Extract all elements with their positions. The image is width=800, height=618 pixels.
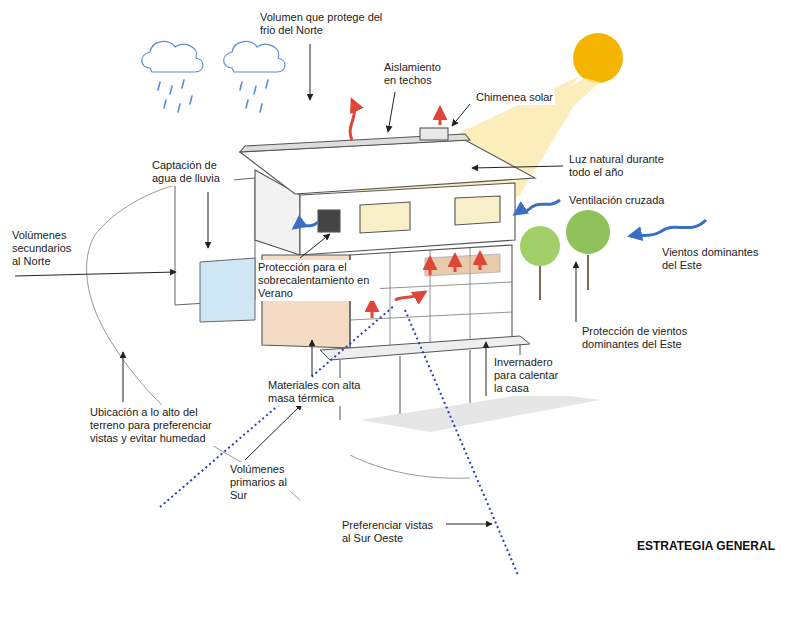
rain-drops-part <box>182 80 184 88</box>
rain-drops-part <box>240 82 242 90</box>
leader-arrows-part <box>312 340 313 376</box>
rain-drops-part <box>164 100 166 108</box>
sun-part <box>573 33 623 83</box>
heat-arrows-part <box>350 100 354 140</box>
leader-arrows-part <box>486 342 487 396</box>
leader-arrows-part <box>452 104 470 126</box>
callout-label: Protección de vientos dominantes del Est… <box>580 324 702 352</box>
callout-label: Ventilación cruzada <box>567 193 666 208</box>
callout-label: Volumen que protege del frio del Norte <box>258 10 390 38</box>
callout-label: Volúmenes primarios al Sur <box>228 462 290 503</box>
rain-drops-part <box>170 86 172 94</box>
heat-arrows-part <box>439 108 442 125</box>
rain-drops-part <box>254 86 256 94</box>
callout-label: Vientos dominantes del Este <box>660 245 774 273</box>
leader-arrows-part <box>208 192 209 248</box>
callout-label: Preferenciar vistas al Sur Oeste <box>340 518 446 546</box>
ground-shadow-part <box>360 392 600 432</box>
rain-cloud-part <box>142 41 203 72</box>
leader-arrows-part <box>15 272 176 276</box>
leader-arrows-part <box>310 44 311 100</box>
callout-label: Volúmenes secundarios al Norte <box>10 228 82 269</box>
callout-label: Luz natural durante todo el año <box>567 152 681 180</box>
house-part <box>420 128 448 140</box>
heat-arrows-part <box>395 292 425 300</box>
greenhouse-frame-part <box>430 250 431 344</box>
house-part <box>360 202 410 233</box>
deck-part <box>470 350 471 405</box>
greenhouse-frame-part <box>350 312 512 320</box>
leader-arrows-part <box>245 404 302 460</box>
ground-shadow <box>360 392 600 432</box>
greenhouse-frame-part <box>425 254 500 276</box>
callout-label: Protección para el sobrecalentamiento en… <box>256 260 380 301</box>
leader-arrows-part <box>388 92 395 132</box>
leader-arrows-part <box>300 234 330 258</box>
leader-arrows-part <box>472 166 563 168</box>
heat-arrows-part <box>429 258 432 275</box>
leader-arrows-part <box>123 352 124 402</box>
rain-drops <box>158 80 268 112</box>
callout-label: Ubicación a lo alto del terreno para pre… <box>88 405 227 446</box>
leader-arrows <box>15 44 576 524</box>
rain-drops-part <box>260 104 262 112</box>
terrain-outline-part <box>350 455 470 478</box>
house-part <box>318 210 340 232</box>
rain-drops-part <box>266 80 268 88</box>
secondary-volumes-part <box>200 258 255 322</box>
trees-part <box>566 210 610 254</box>
rain-drops-part <box>178 104 180 112</box>
rain-drops-part <box>158 82 160 90</box>
sun <box>573 33 623 83</box>
trees-part <box>587 255 589 290</box>
heat-arrows-part <box>371 300 374 318</box>
wind-arrows-part <box>294 222 318 228</box>
deck-part <box>400 356 401 415</box>
house-part <box>455 196 500 225</box>
callout-label: Aislamiento en techos <box>382 60 456 88</box>
rain-cloud <box>142 41 285 72</box>
secondary-volumes <box>175 178 255 322</box>
callout-label: Materiales con alta masa térmica <box>266 378 375 406</box>
callout-label: Captación de agua de lluvia <box>150 158 234 186</box>
heat-arrows-part <box>454 255 457 272</box>
rain-drops-part <box>190 96 192 104</box>
trees-part <box>520 226 560 266</box>
heat-arrows-part <box>479 253 482 270</box>
callout-label: Invernadero para calentar la casa <box>492 355 571 396</box>
trees-part <box>539 262 541 300</box>
rain-cloud-part <box>224 41 285 72</box>
rain-drops-part <box>246 100 248 108</box>
house <box>240 128 535 350</box>
wind-arrows-part <box>630 220 706 236</box>
house-part <box>300 183 515 255</box>
leader-arrows-part <box>446 524 492 525</box>
greenhouse-frame-part <box>390 252 391 347</box>
diagram-title: ESTRATEGIA GENERAL <box>635 538 777 554</box>
wind-arrows-part <box>515 200 560 214</box>
callout-label: Chimenea solar <box>474 90 555 105</box>
leader-arrows-part <box>576 262 577 322</box>
trees <box>520 210 610 300</box>
